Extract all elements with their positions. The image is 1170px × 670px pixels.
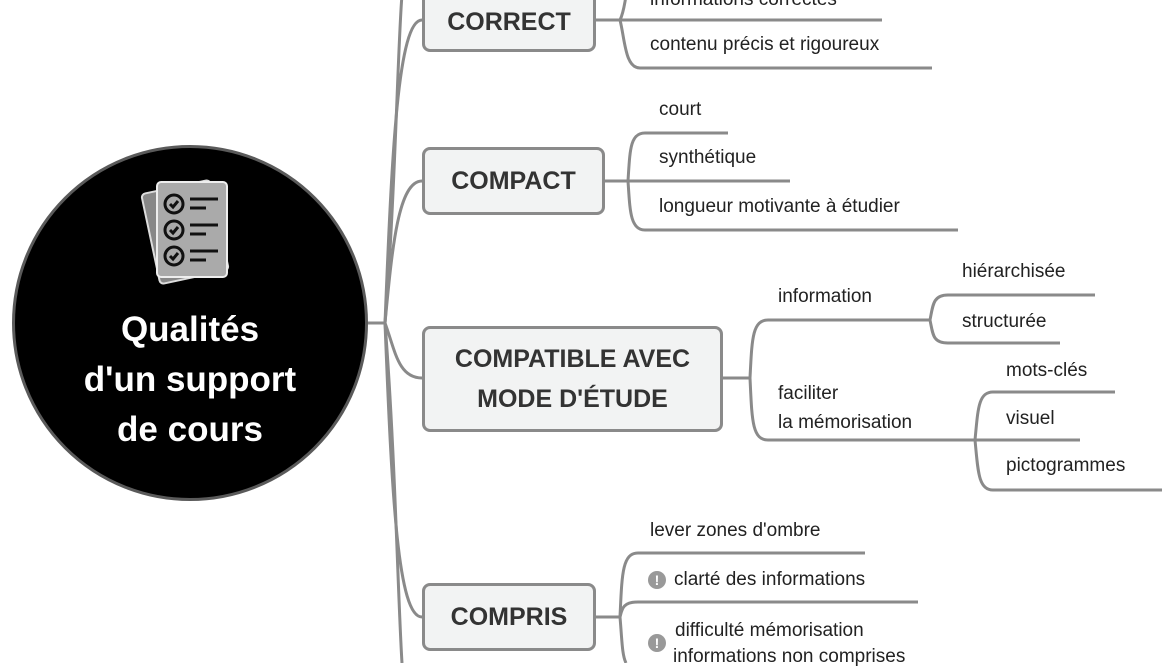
- node-label: COMPRIS: [450, 603, 568, 631]
- leaf-structuree[interactable]: structurée: [962, 311, 1047, 332]
- central-title-line: d'un support: [83, 360, 297, 399]
- leaf-synthetique[interactable]: synthétique: [659, 147, 757, 168]
- exclamation-icon: !: [648, 634, 666, 652]
- central-title-line: Qualités: [120, 310, 260, 349]
- subtopic-label: la mémorisation: [778, 412, 913, 433]
- leaf-clarte[interactable]: ! clarté des informations: [648, 569, 865, 591]
- leaf-visuel[interactable]: visuel: [1006, 408, 1055, 429]
- checklist-icon: [140, 179, 230, 285]
- subtopic-information[interactable]: information: [778, 286, 872, 307]
- node-label: CORRECT: [447, 8, 571, 36]
- leaf-informations-correctes[interactable]: informations correctes: [650, 0, 837, 11]
- node-compatible[interactable]: COMPATIBLE AVEC MODE D'ÉTUDE: [422, 326, 723, 432]
- exclamation-icon: !: [648, 570, 666, 589]
- subtopic-label: faciliter: [778, 383, 839, 404]
- leaf-difficulte[interactable]: ! difficulté mémorisation informations n…: [648, 618, 905, 670]
- node-compact[interactable]: COMPACT: [422, 147, 605, 215]
- leaf-mots-cles[interactable]: mots-clés: [1006, 360, 1088, 381]
- leaf-label: informations non comprises: [673, 646, 906, 667]
- leaf-contenu-precis[interactable]: contenu précis et rigoureux: [650, 34, 880, 55]
- node-label: COMPATIBLE AVEC: [454, 345, 691, 373]
- leaf-label: difficulté mémorisation: [675, 620, 864, 641]
- node-correct[interactable]: CORRECT: [422, 0, 596, 52]
- leaf-longueur-motivante[interactable]: longueur motivante à étudier: [659, 196, 900, 217]
- central-title-line: de cours: [117, 410, 263, 449]
- central-title: Qualités d'un support de cours: [12, 305, 368, 455]
- leaf-pictogrammes[interactable]: pictogrammes: [1006, 455, 1126, 476]
- node-label: MODE D'ÉTUDE: [477, 385, 668, 413]
- leaf-hierarchisee[interactable]: hiérarchisée: [962, 261, 1066, 282]
- central-topic[interactable]: [12, 145, 368, 501]
- node-label: COMPACT: [451, 167, 576, 195]
- subtopic-faciliter[interactable]: faciliter la mémorisation: [778, 379, 912, 437]
- node-compris[interactable]: COMPRIS: [422, 583, 596, 651]
- leaf-lever-zones[interactable]: lever zones d'ombre: [650, 520, 821, 541]
- leaf-court[interactable]: court: [659, 99, 702, 120]
- leaf-label: clarté des informations: [674, 569, 866, 590]
